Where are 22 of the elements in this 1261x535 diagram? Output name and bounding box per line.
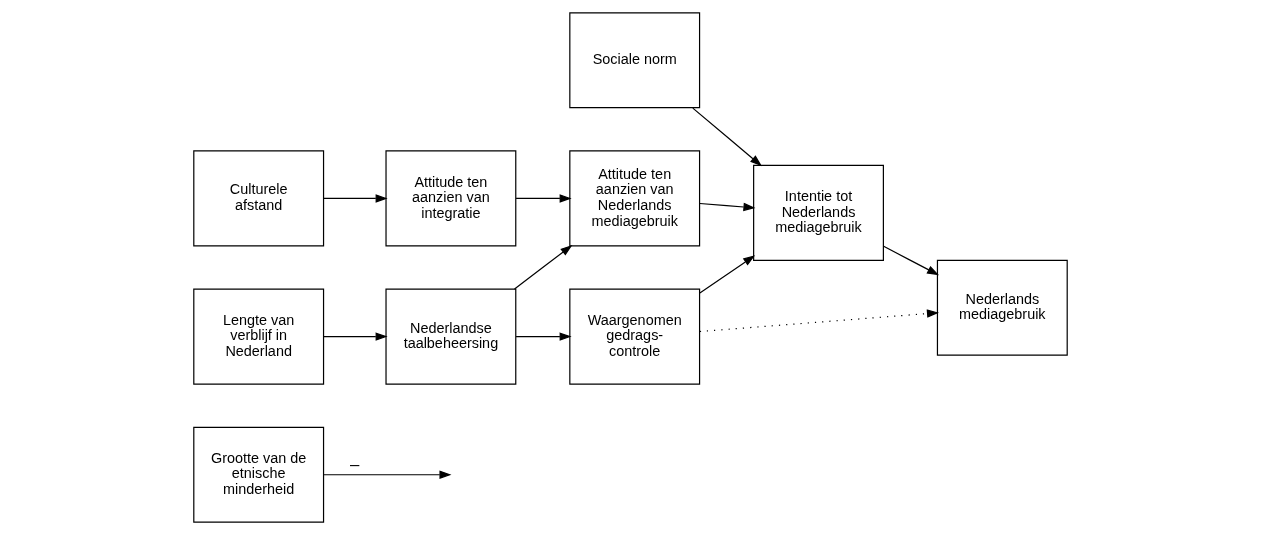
arrow: [699, 309, 939, 333]
node-box: Nederlandse taalbeheersing: [385, 288, 517, 385]
node-box: Waargenomen gedrags- controle: [569, 288, 701, 385]
node-box: Attitude ten aanzien van Nederlands mediagebruik: [569, 150, 701, 247]
arrow: [323, 470, 452, 479]
node-box: Lengte van verblijf in Nederland: [193, 288, 325, 385]
node-box: Nederlands mediagebruik: [936, 259, 1068, 356]
node-box: Culturele afstand: [193, 150, 325, 247]
node-box: Sociale norm: [569, 12, 701, 109]
edge-label: –: [350, 455, 360, 475]
arrow: [323, 194, 388, 203]
arrow: [515, 194, 572, 203]
node-box: Attitude ten aanzien van integratie: [385, 150, 517, 247]
arrow: [513, 244, 573, 290]
node-box: Grootte van de etnische minderheid: [193, 426, 325, 523]
arrow: [692, 107, 762, 167]
arrow: [323, 332, 388, 341]
arrow: [699, 202, 756, 212]
arrow: [883, 245, 940, 276]
arrow: [515, 332, 572, 341]
node-box: Intentie tot Nederlands mediagebruik: [753, 164, 884, 261]
arrow: [699, 255, 756, 294]
